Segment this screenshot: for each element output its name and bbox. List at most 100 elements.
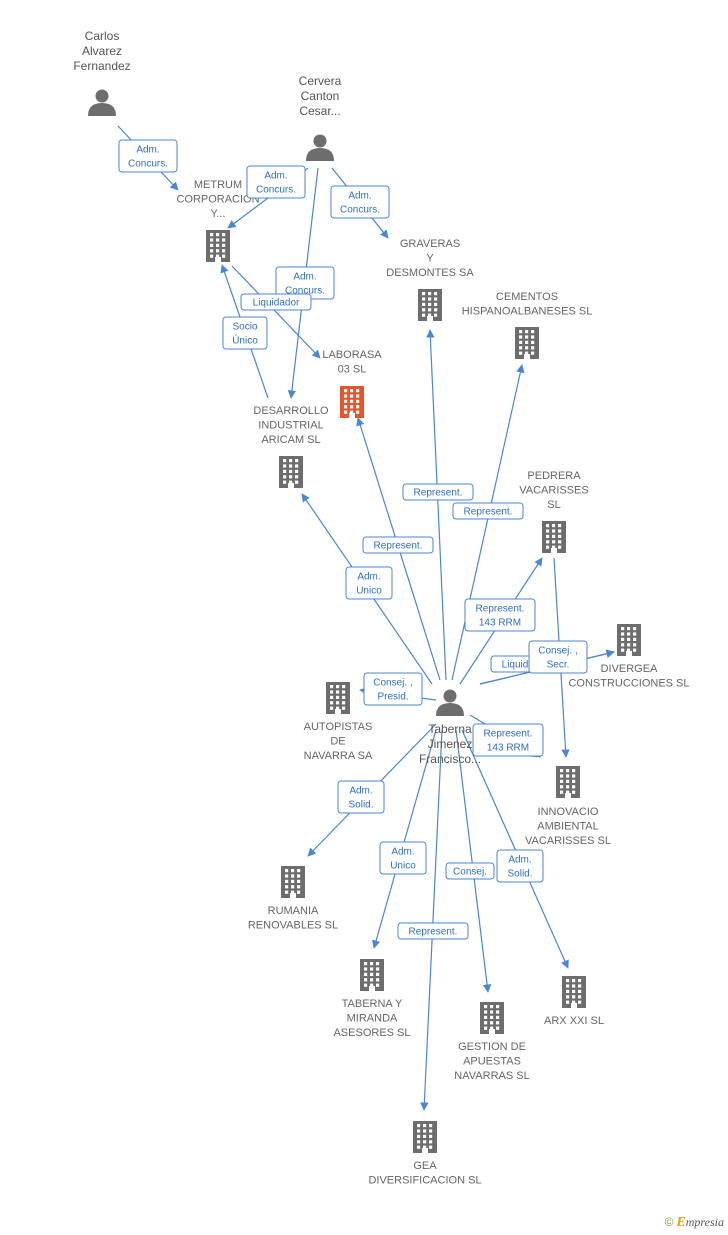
node-label: Francisco... bbox=[419, 752, 481, 766]
edge-label-text: Consej. bbox=[453, 867, 487, 878]
node-label: Taberna bbox=[428, 722, 472, 736]
edge-label-text: Represent. bbox=[374, 541, 423, 552]
edge-label-text: Presid. bbox=[377, 692, 408, 703]
edge-label-taberna-to-graveras: Represent. bbox=[402, 483, 474, 501]
edge-label-text: Único bbox=[232, 334, 258, 347]
edge-label-text: Unico bbox=[390, 861, 416, 872]
edge-label-taberna-to-tabernamiranda: Adm. Unico bbox=[379, 841, 427, 875]
building-icon bbox=[281, 866, 305, 898]
edge-label-text: Concurs. bbox=[256, 185, 296, 196]
edge-label-taberna-to-divergea: Consej. , Secr. bbox=[528, 640, 588, 674]
building-icon bbox=[418, 289, 442, 321]
edge-label-cervera-to-desarrollo: Adm.Concurs. bbox=[275, 266, 335, 300]
node-label: ARICAM SL bbox=[261, 434, 320, 446]
edge-label-text: Adm. bbox=[349, 786, 372, 797]
node-label: ARX XXI SL bbox=[544, 1015, 604, 1027]
node-label: SL bbox=[547, 499, 560, 511]
node-label: APUESTAS bbox=[463, 1056, 521, 1068]
node-taberna[interactable]: TabernaJimenezFrancisco... bbox=[419, 689, 481, 767]
building-icon bbox=[556, 766, 580, 798]
building-icon bbox=[617, 624, 641, 656]
edge-label-text: Secr. bbox=[547, 660, 570, 671]
node-label: Cesar... bbox=[299, 104, 340, 118]
edge-label-taberna-to-gea: Represent. bbox=[397, 922, 469, 940]
node-cervera[interactable]: CerveraCantonCesar... bbox=[299, 74, 342, 161]
edge-label-text: Represent. bbox=[464, 507, 513, 518]
edge-label-text: Consej. , bbox=[538, 646, 577, 657]
node-label: DIVERSIFICACION SL bbox=[368, 1175, 481, 1187]
building-icon bbox=[515, 327, 539, 359]
edge-label-taberna-to-arx: Adm.Solid. bbox=[496, 849, 544, 883]
node-label: LABORASA bbox=[322, 349, 382, 361]
brand-logo-initial: E bbox=[676, 1215, 686, 1230]
node-laborasa[interactable]: LABORASA 03 SL bbox=[322, 349, 382, 418]
node-label: VACARISSES SL bbox=[525, 835, 611, 847]
person-icon bbox=[306, 134, 334, 161]
edge-label-taberna-to-desarrollo: Adm.Unico bbox=[345, 566, 393, 600]
edge-label-taberna-to-pedrera: Represent. 143 RRM bbox=[464, 598, 536, 632]
edge-label-text: Represent. bbox=[476, 604, 525, 615]
building-icon bbox=[340, 386, 364, 418]
edge-taberna-to-graveras bbox=[426, 329, 447, 681]
edge-label-text: Adm. bbox=[136, 145, 159, 156]
edge-label-text: Adm. bbox=[264, 171, 287, 182]
node-label: Jimenez bbox=[428, 737, 473, 751]
node-rumania[interactable]: RUMANIA RENOVABLES SL bbox=[248, 866, 338, 932]
edge-label-cervera-to-metrum: Adm. Concurs. bbox=[246, 165, 306, 199]
node-label: CORPORACION bbox=[176, 194, 259, 206]
edge-label-text: Adm. bbox=[357, 572, 380, 583]
node-label: INDUSTRIAL bbox=[258, 420, 323, 432]
node-label: Fernandez bbox=[73, 59, 130, 73]
copyright-symbol: © bbox=[664, 1215, 674, 1229]
edge-label-text: Liquid bbox=[502, 660, 529, 671]
edge-label-taberna-to-cementos: Represent. bbox=[452, 502, 524, 520]
node-metrum[interactable]: METRUMCORPORACIONY... bbox=[176, 179, 260, 262]
edge-taberna-to-gea bbox=[420, 729, 443, 1111]
node-label: HISPANOALBANESES SL bbox=[462, 306, 593, 318]
node-label: CEMENTOS bbox=[496, 291, 558, 303]
node-label: 03 SL bbox=[338, 364, 367, 376]
edge-label-text: Socio bbox=[232, 322, 257, 333]
edge-label-text: 143 RRM bbox=[479, 618, 521, 629]
edge-label-taberna-to-autopistas: Consej. , Presid. bbox=[363, 672, 423, 706]
brand-footer: © Empresia bbox=[665, 1215, 724, 1231]
edge-label-text: Adm. bbox=[293, 272, 316, 283]
node-label: RUMANIA bbox=[268, 905, 319, 917]
node-label: ASESORES SL bbox=[333, 1027, 410, 1039]
node-label: DE bbox=[330, 736, 345, 748]
node-label: NAVARRA SA bbox=[304, 750, 373, 762]
building-icon bbox=[480, 1002, 504, 1034]
edge-label-text: Liquidador bbox=[253, 298, 300, 309]
building-icon bbox=[360, 959, 384, 991]
node-label: RENOVABLES SL bbox=[248, 920, 338, 932]
edge-taberna-to-gestion bbox=[455, 729, 492, 993]
node-label: PEDRERA bbox=[527, 470, 581, 482]
node-label: Canton bbox=[301, 89, 340, 103]
edge-label-cervera-to-graveras: Adm.Concurs. bbox=[330, 185, 390, 219]
edge-label-text: Adm. bbox=[391, 847, 414, 858]
node-cementos[interactable]: CEMENTOS HISPANOALBANESES SL bbox=[462, 291, 593, 359]
edge-label-text: Consej. , bbox=[373, 678, 412, 689]
edge-label-taberna-to-innovacio: Represent.143 RRM bbox=[472, 723, 544, 757]
edge-label-text: Represent. bbox=[414, 488, 463, 499]
node-label: DIVERGEA bbox=[601, 663, 659, 675]
edge-label-carlos-to-metrum: Adm. Concurs. bbox=[118, 139, 178, 173]
edge-label-metrum-to-laborasa: Liquidador bbox=[240, 293, 312, 311]
building-icon bbox=[206, 230, 230, 262]
node-arx[interactable]: ARX XXI SL bbox=[544, 976, 604, 1027]
node-label: NAVARRAS SL bbox=[454, 1070, 529, 1082]
node-label: Cervera bbox=[299, 74, 342, 88]
node-label: GRAVERAS bbox=[400, 238, 460, 250]
edge-label-text: Concurs. bbox=[128, 159, 168, 170]
